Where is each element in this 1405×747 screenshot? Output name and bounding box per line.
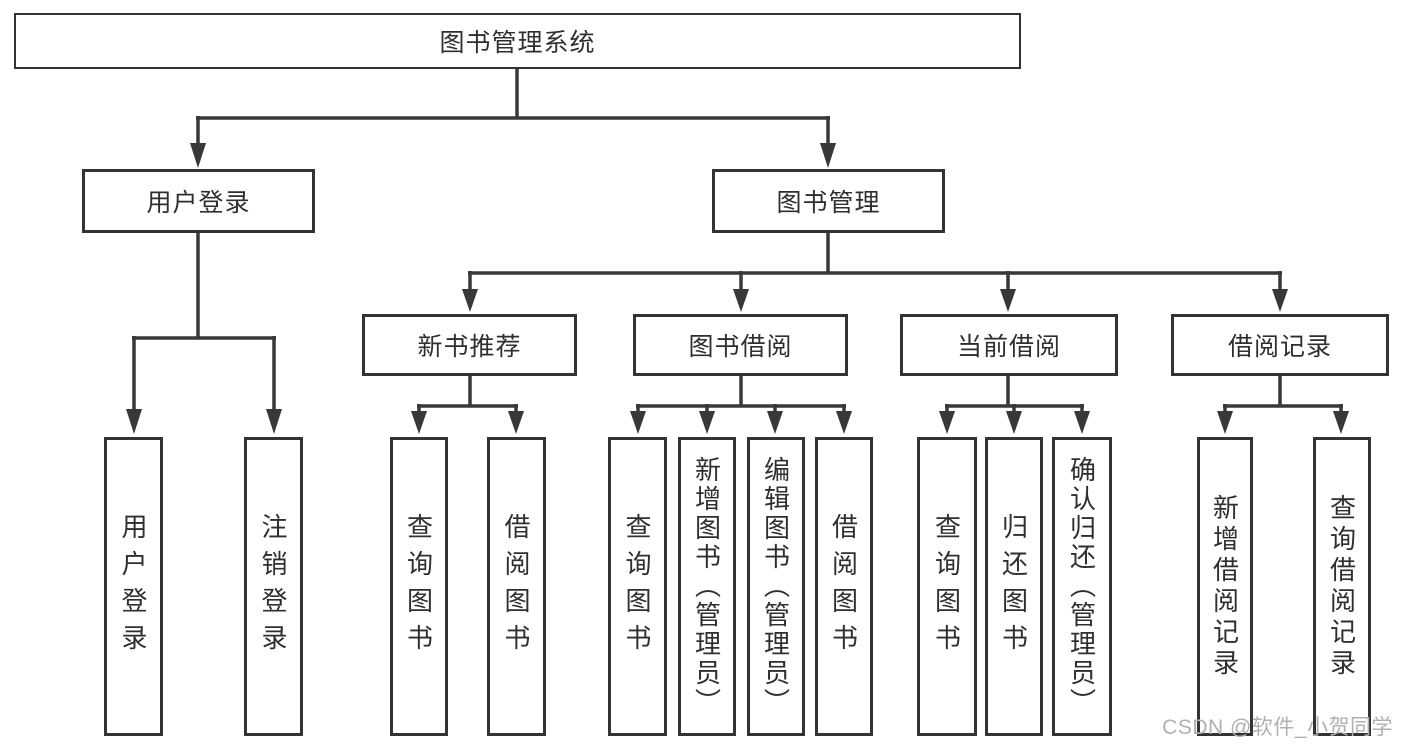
- node-leaf-br-query-record: 查询借阅记录: [1313, 437, 1371, 736]
- node-root-label: 图书管理系统: [439, 29, 596, 57]
- node-root: 图书管理系统: [14, 13, 1021, 69]
- node-leaf-nbr-query-books: 查询图书: [390, 437, 448, 736]
- node-leaf-cb-confirm-return-admin-label: 确认归还（管理员）: [1066, 456, 1097, 717]
- node-leaf-bb-add-books-admin-label: 新增图书（管理员）: [691, 456, 722, 717]
- node-leaf-bb-borrow-books: 借阅图书: [815, 437, 873, 736]
- node-leaf-cb-confirm-return-admin: 确认归还（管理员）: [1052, 437, 1112, 736]
- node-leaf-nbr-borrow-books: 借阅图书: [487, 437, 546, 736]
- node-leaf-logout-label: 注销登录: [258, 512, 288, 661]
- csdn-watermark: CSDN @软件_小贺同学: [1162, 716, 1393, 739]
- node-leaf-bb-add-books-admin: 新增图书（管理员）: [678, 437, 736, 736]
- node-borrowing-records: 借阅记录: [1171, 314, 1389, 376]
- node-user-login-branch-label: 用户登录: [146, 189, 251, 217]
- node-new-book-recommend-label: 新书推荐: [417, 333, 522, 361]
- node-leaf-bb-edit-books-admin: 编辑图书（管理员）: [747, 437, 805, 736]
- node-current-borrowing: 当前借阅: [900, 314, 1118, 376]
- node-leaf-nbr-query-books-label: 查询图书: [403, 512, 434, 661]
- node-leaf-cb-query-books: 查询图书: [917, 437, 977, 736]
- node-leaf-bb-query-books: 查询图书: [608, 437, 667, 736]
- node-leaf-cb-return-books-label: 归还图书: [998, 512, 1029, 661]
- node-leaf-cb-return-books: 归还图书: [985, 437, 1043, 736]
- node-current-borrowing-label: 当前借阅: [956, 333, 1061, 361]
- node-leaf-cb-query-books-label: 查询图书: [931, 512, 962, 661]
- node-leaf-bb-borrow-books-label: 借阅图书: [828, 512, 859, 661]
- node-book-management-branch-label: 图书管理: [776, 189, 881, 217]
- node-leaf-bb-edit-books-admin-label: 编辑图书（管理员）: [760, 456, 791, 717]
- node-leaf-br-add-record-label: 新增借阅记录: [1209, 493, 1240, 680]
- node-leaf-user-login: 用户登录: [104, 437, 163, 736]
- node-book-borrowing: 图书借阅: [633, 314, 848, 376]
- node-user-login-branch: 用户登录: [82, 169, 315, 233]
- node-leaf-nbr-borrow-books-label: 借阅图书: [501, 512, 531, 661]
- node-leaf-br-query-record-label: 查询借阅记录: [1326, 493, 1357, 680]
- node-book-borrowing-label: 图书借阅: [688, 333, 793, 361]
- node-borrowing-records-label: 借阅记录: [1227, 333, 1332, 361]
- node-leaf-br-add-record: 新增借阅记录: [1197, 437, 1253, 736]
- node-leaf-logout: 注销登录: [244, 437, 303, 736]
- node-new-book-recommend: 新书推荐: [362, 314, 577, 376]
- node-leaf-bb-query-books-label: 查询图书: [622, 512, 652, 661]
- node-leaf-user-login-label: 用户登录: [118, 512, 148, 661]
- node-book-management-branch: 图书管理: [712, 169, 945, 233]
